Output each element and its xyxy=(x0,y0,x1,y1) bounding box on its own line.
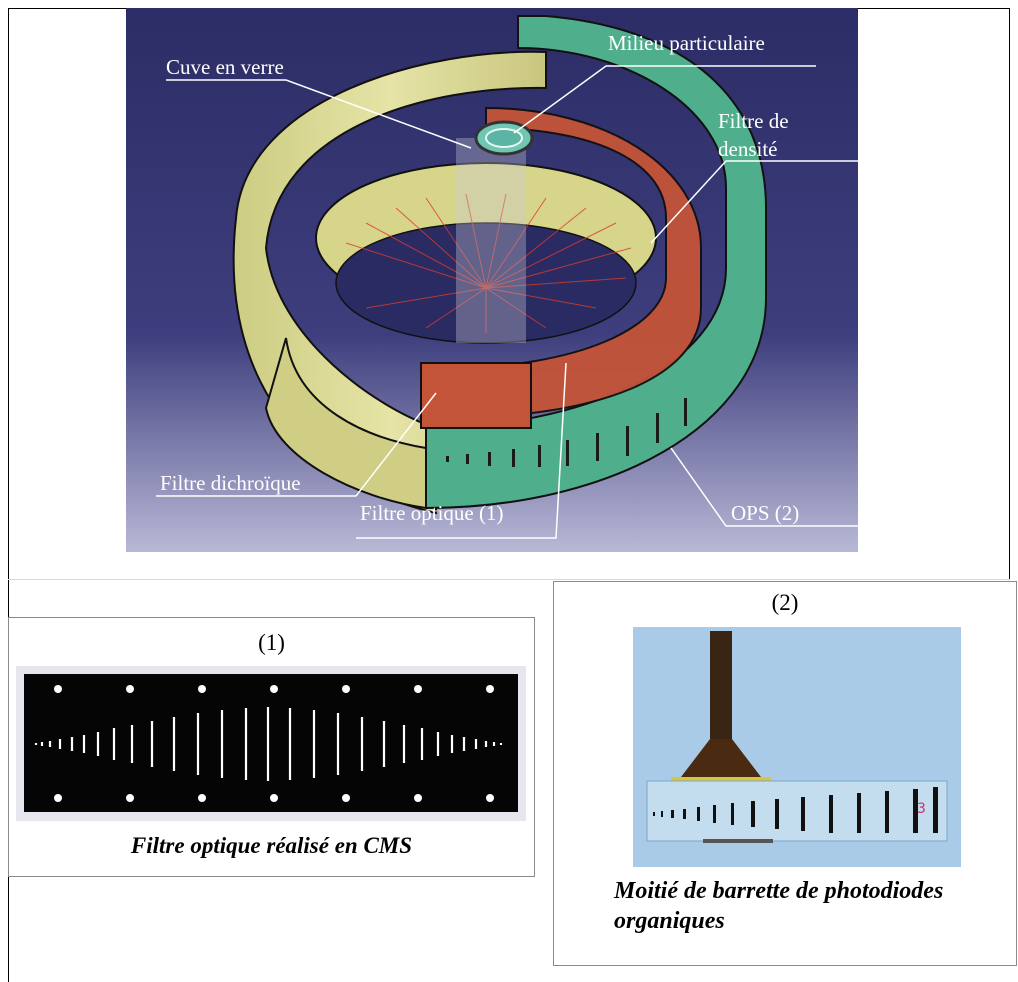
panel2-number: (2) xyxy=(771,590,799,615)
photodiode-photo: 3 xyxy=(633,627,961,867)
mounting-holes xyxy=(54,685,494,802)
dichroic-filter xyxy=(420,362,532,429)
leader-lines xyxy=(156,65,858,539)
label-milieu-particulaire: Milieu particulaire xyxy=(608,31,765,55)
panel2-caption-line2: organiques xyxy=(614,908,725,934)
frame-right-line xyxy=(1009,8,1010,580)
label-cuve-en-verre: Cuve en verre xyxy=(166,55,284,79)
light-rays xyxy=(345,193,632,333)
panel-photodiode-array: (2) 3 Moitié de barrette de photodiodes … xyxy=(553,581,1017,966)
handwritten-mark: 3 xyxy=(917,801,926,817)
label-filtre-dichroique: Filtre dichroïque xyxy=(160,471,301,495)
label-filtre-optique: Filtre optique (1) xyxy=(360,501,503,525)
optical-filter-photo xyxy=(16,666,526,821)
inner-cylinder-hole xyxy=(335,222,637,344)
sensor-3d-render: Cuve en verre Milieu particulaire Filtre… xyxy=(126,8,858,552)
panel2-caption-line1: Moitié de barrette de photodiodes xyxy=(614,878,944,904)
frame-left-line xyxy=(8,8,9,982)
label-filtre-de: Filtre de xyxy=(718,109,789,133)
panel1-caption: Filtre optique réalisé en CMS xyxy=(130,833,413,858)
contact-strip xyxy=(703,839,773,843)
photodiode-array xyxy=(446,398,687,467)
glass-vessel-column xyxy=(456,138,526,343)
outer-band-front xyxy=(264,337,427,510)
particle-medium xyxy=(485,128,523,148)
panel-optical-filter: (1) Filtre opti xyxy=(8,617,535,877)
label-densite: densité xyxy=(718,137,777,161)
label-ops: OPS (2) xyxy=(731,501,799,525)
photodiode-bars xyxy=(653,787,938,833)
filter-slits xyxy=(34,707,503,781)
frame-divider-line xyxy=(8,579,1010,580)
panel1-number: (1) xyxy=(258,630,285,655)
